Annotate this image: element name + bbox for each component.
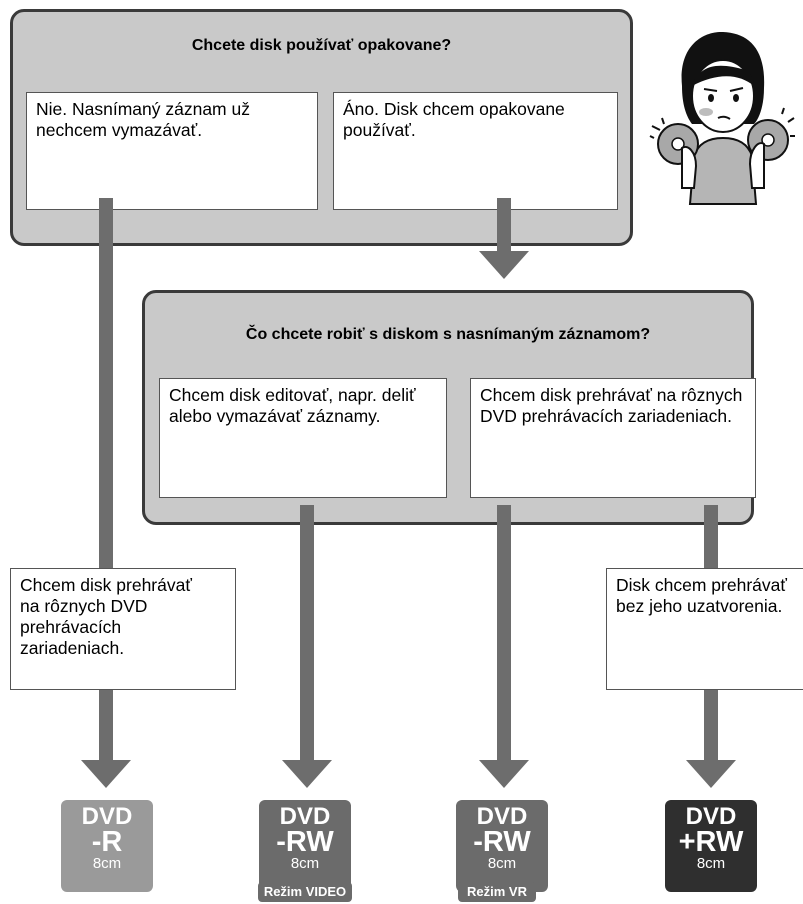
dvd-plusrw-badge: DVD +RW 8cm [665, 800, 757, 892]
answer-card-no: Nie. Nasnímaný záznam už nechcem vymazáv… [26, 92, 318, 210]
girl-holding-discs-icon [649, 31, 795, 205]
badge-line2: -R [91, 826, 123, 858]
question-title-reuse: Chcete disk používať opakovane? [191, 37, 452, 54]
mode-tag-vr: Režim VR [458, 882, 536, 902]
badge-line1: DVD [476, 803, 528, 830]
badge-line2: -RW [276, 826, 334, 858]
mode-tag-video: Režim VIDEO [258, 882, 352, 902]
badge-line1: DVD [279, 803, 331, 830]
arrow-stem-plusrw-upper [704, 505, 718, 568]
badge-line3: 8cm [290, 855, 320, 872]
arrow-stem-yes [497, 198, 511, 253]
arrow-head-r [81, 760, 131, 788]
badge-line3: 8cm [487, 855, 517, 872]
arrow-head-rw-video [282, 760, 332, 788]
arrow-head-yes [479, 251, 529, 279]
badge-line1: DVD [685, 803, 737, 830]
arrow-stem-plusrw [704, 690, 718, 762]
badge-line2: -RW [473, 826, 531, 858]
arrow-stem-r [99, 690, 113, 762]
dvd-r-badge: DVD -R 8cm [61, 800, 153, 892]
answer-card-yes: Áno. Disk chcem opakovane používať. [333, 92, 618, 210]
dvd-rw-video-badge: DVD -RW 8cm [259, 800, 351, 892]
question-panel-reuse: Chcete disk používať opakovane? Nie. Nas… [10, 9, 633, 246]
question-title-usage: Čo chcete robiť s diskom s nasnímaným zá… [245, 326, 651, 343]
arrow-stem-rw-vr [497, 505, 511, 762]
arrow-head-plusrw [686, 760, 736, 788]
dvd-rw-vr-badge: DVD -RW 8cm [456, 800, 548, 892]
arrow-head-rw-vr [479, 760, 529, 788]
note-card-plusrw: Disk chcem prehrávať bez jeho uzatvoreni… [606, 568, 803, 690]
arrow-stem-no [99, 198, 113, 568]
badge-line3: 8cm [696, 855, 726, 872]
answer-card-edit: Chcem disk editovať, napr. deliť alebo v… [159, 378, 447, 498]
note-card-r: Chcem disk prehrávať na rôznych DVD preh… [10, 568, 236, 690]
answer-card-play: Chcem disk prehrávať na rôznych DVD preh… [470, 378, 756, 498]
question-panel-usage: Čo chcete robiť s diskom s nasnímaným zá… [142, 290, 756, 525]
badge-line1: DVD [81, 803, 133, 830]
badge-line3: 8cm [92, 855, 122, 872]
arrow-stem-rw-video [300, 505, 314, 762]
badge-line2: +RW [678, 826, 744, 858]
